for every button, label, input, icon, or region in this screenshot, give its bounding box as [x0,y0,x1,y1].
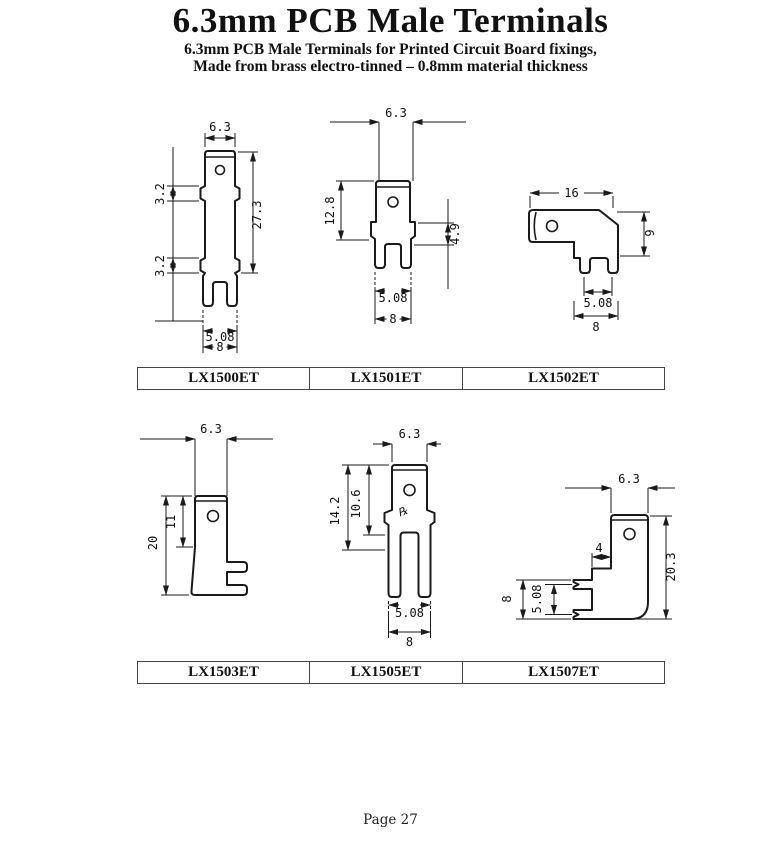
part-label-table-row1: LX1500ET LX1501ET LX1502ET [137,367,665,390]
part-label-cell-lx1505: LX1505ET [310,662,463,683]
dim-overall-length: 20 [146,536,160,550]
terminal-hole [206,509,220,523]
diagram-lx1503et: 6.3 20 11 [140,422,273,596]
dim-blade-width: 6.3 [385,106,407,120]
terminal-hole [387,196,399,208]
diagram-lx1505et: ℞ 6.3 14.2 10.6 5.08 8 [328,427,441,649]
part-label-cell-lx1507: LX1507ET [528,664,599,680]
subtitle-line-2: Made from brass electro-tinned – 0.8mm m… [193,58,588,75]
page-number: Page 27 [363,812,418,828]
dim-overall-length: 20.3 [664,553,678,582]
terminal-hole [214,164,226,176]
part-label-table-row2: LX1503ET LX1505ET LX1507ET [137,661,665,684]
dim-overall-length: 16 [564,186,578,200]
dim-base-width: 8 [216,340,223,354]
part-label-cell-lx1502: LX1502ET [528,370,599,386]
terminal-outline [199,150,241,307]
terminal-outline [370,180,416,269]
dim-blade-width: 6.3 [618,472,640,486]
terminal-hole [623,527,636,541]
dim-blade-length: 10.6 [349,490,363,519]
dim-notch-lower: 3.2 [153,255,167,277]
dim-pin-spacing: 5.08 [395,606,424,620]
diagram-lx1507et: 6.3 4 20.3 8 5.08 [500,472,678,620]
dimension-lines [140,436,273,596]
part-label-cell-lx1503: LX1503ET [138,662,310,683]
terminal-hole [545,219,559,233]
page-subtitle: 6.3mm PCB Male Terminals for Printed Cir… [0,41,781,75]
dim-pin-spacing: 5.08 [530,585,544,614]
dimension-lines [516,485,675,620]
dim-overall-length: 14.2 [328,497,342,526]
dim-pin-spacing: 5.08 [379,291,408,305]
dim-base-width: 8 [389,312,396,326]
dimension-lines [155,133,258,353]
page-title: 6.3mm PCB Male Terminals [172,1,609,40]
diagram-lx1500et: 6.3 3.2 3.2 27.3 5.08 8 [153,120,264,354]
dim-pin-spacing: 5.08 [584,296,613,310]
rolled-edge-line [533,211,537,241]
part-label-cell-lx1501: LX1501ET [310,368,463,389]
part-label-cell-lx1500: LX1500ET [138,368,310,389]
terminal-hole [403,483,416,497]
terminal-outline [383,464,436,598]
dim-blade-width: 6.3 [399,427,421,441]
diagram-lx1502et: 16 9 5.08 8 [528,186,657,334]
dim-overall-length: 27.3 [250,201,264,230]
dim-height: 9 [643,229,657,236]
terminal-outline [572,514,649,620]
dim-notch-upper: 3.2 [153,183,167,205]
terminal-outline [190,495,248,596]
dim-blade-length: 11 [164,515,178,529]
stamp-mark: ℞ [396,504,410,520]
subtitle-line-1: 6.3mm PCB Male Terminals for Printed Cir… [184,41,597,58]
dim-blade-width: 6.3 [200,422,222,436]
dim-base-height: 8 [500,595,514,602]
dim-blade-length: 12.8 [323,197,337,226]
dim-blade-width: 6.3 [209,120,231,134]
dim-pin-length: 4.9 [448,223,462,245]
dim-base-width: 8 [406,635,413,649]
dim-pin-offset: 4 [595,541,602,555]
dim-base-width: 8 [592,320,599,334]
terminal-outline [528,209,619,274]
dimension-lines [342,441,441,638]
dim-pin-spacing: 5.08 [206,330,235,344]
dimension-lines [330,119,466,324]
diagram-lx1501et: 6.3 12.8 4.9 5.08 8 [323,106,466,326]
